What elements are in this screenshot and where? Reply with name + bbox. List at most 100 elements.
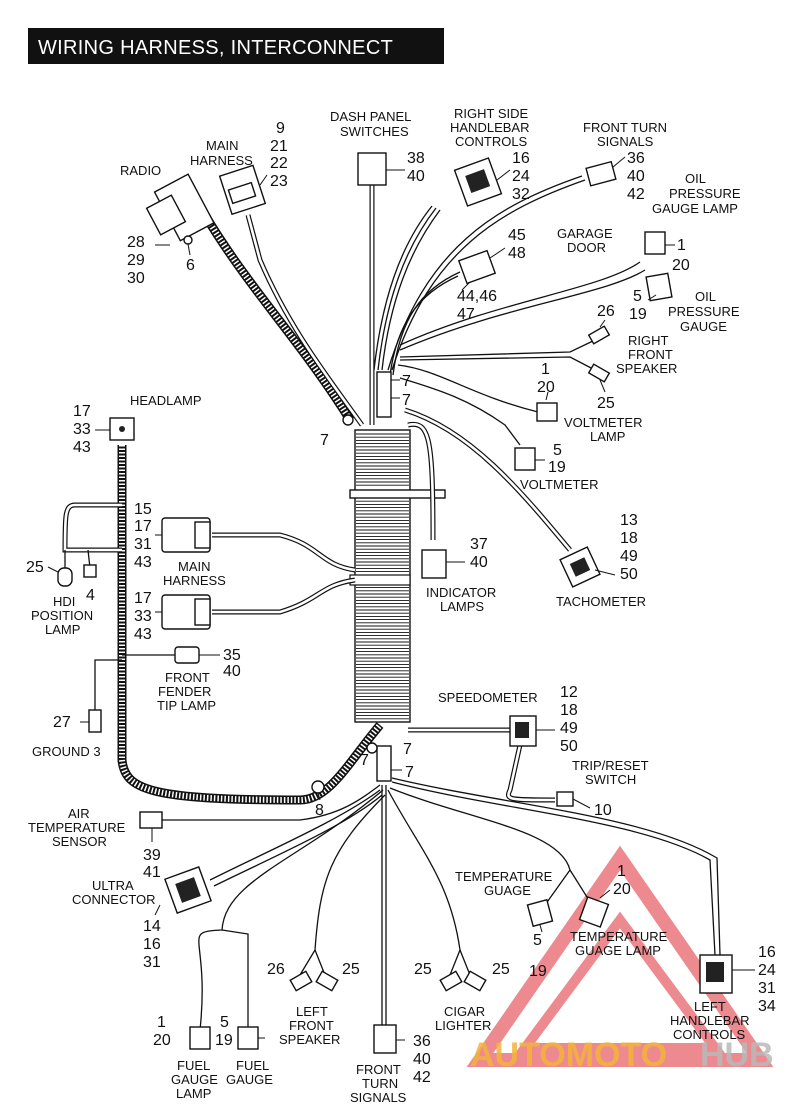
air-temp-label: TEMPERATURE xyxy=(28,820,126,835)
clip-7-ref: 7 xyxy=(402,373,411,390)
fender-lamp-ref: 40 xyxy=(223,663,241,680)
oil-pressure-gauge-connector xyxy=(645,272,673,302)
right-handlebar-label: RIGHT SIDE xyxy=(454,106,528,121)
oil-pressure-lamp-ref: 20 xyxy=(672,257,690,274)
headlamp-ref: 43 xyxy=(73,439,91,456)
right-speaker-terminal-2 xyxy=(587,363,611,383)
labels: RADIO 28 29 30 6 MAIN HARNESS 9 21 22 23… xyxy=(26,106,776,1105)
cigar-lighter-label: CIGAR xyxy=(444,1004,485,1019)
trip-reset-ref: 10 xyxy=(594,802,612,819)
dash-panel-label: DASH PANEL xyxy=(330,109,411,124)
left-handlebar-label: CONTROLS xyxy=(673,1027,746,1042)
front-turn-signal-top-connector xyxy=(585,160,617,187)
hdi-ref: 25 xyxy=(26,559,44,576)
front-turn-signals-top-ref: 40 xyxy=(627,168,645,185)
headlamp-ref: 33 xyxy=(73,421,91,438)
main-harness-mid-ref: 31 xyxy=(134,536,152,553)
main-harness-mid-ref: 33 xyxy=(134,608,152,625)
ultra-connector-ref: 31 xyxy=(143,954,161,971)
voltmeter-lamp-label: LAMP xyxy=(590,429,625,444)
ultra-connector-ref: 14 xyxy=(143,918,161,935)
dash-panel-ref: 38 xyxy=(407,150,425,167)
temp-gauge-label: GUAGE xyxy=(484,883,531,898)
garage-door-ref: 48 xyxy=(508,245,526,262)
clip-7-a xyxy=(342,414,354,426)
main-harness-mid-label: MAIN xyxy=(178,559,211,574)
main-harness-mid-ref: 43 xyxy=(134,554,152,571)
front-turn-signals-bottom-ref: 42 xyxy=(413,1069,431,1086)
garage-door-ref: 47 xyxy=(457,306,475,323)
fuel-lamp-ref: 20 xyxy=(153,1032,171,1049)
watermark-text-a: AUTOMOTO xyxy=(470,1036,667,1074)
hdi-label: LAMP xyxy=(45,622,80,637)
front-turn-signals-bottom-label: FRONT xyxy=(356,1062,401,1077)
trip-reset-switch-connector xyxy=(556,791,574,807)
radio-ref-6: 6 xyxy=(186,257,195,274)
trip-reset-label: TRIP/RESET xyxy=(572,758,649,773)
garage-door-ref: 44,46 xyxy=(457,288,497,305)
fuel-lamp-label: GAUGE xyxy=(171,1072,218,1087)
fuel-gauge-ref: 5 xyxy=(220,1014,229,1031)
main-harness-top-ref: 23 xyxy=(270,173,288,190)
main-harness-top-ref: 9 xyxy=(276,120,285,137)
ground-label: GROUND 3 xyxy=(32,744,101,759)
fender-lamp-ref: 35 xyxy=(223,647,241,664)
ultra-connector-ref: 16 xyxy=(143,936,161,953)
ground-3-terminal xyxy=(88,709,102,733)
front-turn-signals-top-ref: 36 xyxy=(627,150,645,167)
speedometer-ref: 12 xyxy=(560,684,578,701)
oil-pressure-gauge-ref: 19 xyxy=(629,306,647,323)
clip-7-ref: 7 xyxy=(320,432,329,449)
oil-pressure-lamp-ref: 1 xyxy=(677,237,686,254)
watermark-logo xyxy=(466,845,774,1067)
temp-lamp-label: TEMPERATURE xyxy=(570,929,668,944)
air-temp-label: AIR xyxy=(68,806,90,821)
left-handlebar-label: HANDLEBAR xyxy=(670,1013,749,1028)
clip-7-b xyxy=(376,371,392,418)
watermark-triangle-inner xyxy=(515,911,725,1053)
front-turn-signals-top-label: SIGNALS xyxy=(597,134,654,149)
voltmeter-label: VOLTMETER xyxy=(520,477,599,492)
fuel-lamp-label: FUEL xyxy=(177,1058,210,1073)
right-handlebar-connector xyxy=(453,157,503,207)
left-speaker-label: LEFT xyxy=(296,1004,328,1019)
headlamp-ref: 17 xyxy=(73,403,91,420)
garage-door-label: GARAGE xyxy=(557,226,613,241)
right-speaker-label: SPEAKER xyxy=(616,361,677,376)
front-turn-signals-bottom-label: SIGNALS xyxy=(350,1090,407,1105)
indicator-lamps-label: INDICATOR xyxy=(426,585,496,600)
temp-lamp-ref: 20 xyxy=(613,881,631,898)
main-harness-mid-connector-1 xyxy=(161,517,211,553)
oil-pressure-gauge-label: PRESSURE xyxy=(668,304,740,319)
dash-panel-ref: 40 xyxy=(407,168,425,185)
fuel-gauge-label: GAUGE xyxy=(226,1072,273,1087)
main-harness-mid-ref: 17 xyxy=(134,518,152,535)
watermark-text: AUTOMOTO HUB xyxy=(470,1036,774,1074)
main-harness-top-label: MAIN xyxy=(206,138,239,153)
main-harness-mid-label: HARNESS xyxy=(163,573,226,588)
hdi-position-lamp-bulb xyxy=(57,567,73,587)
fuel-lamp-ref: 1 xyxy=(157,1014,166,1031)
clip-7-c xyxy=(376,745,392,782)
front-turn-signals-top-ref: 42 xyxy=(627,186,645,203)
cigar-lighter-ref: 25 xyxy=(492,961,510,978)
clip-7-ref: 7 xyxy=(402,392,411,409)
front-turn-signals-top-label: FRONT TURN xyxy=(583,120,667,135)
indicator-lamps-ref: 40 xyxy=(470,554,488,571)
radio-label: RADIO xyxy=(120,163,161,178)
trip-reset-label: SWITCH xyxy=(585,772,636,787)
clip-8 xyxy=(311,780,325,794)
voltmeter-ref: 5 xyxy=(553,442,562,459)
left-speaker-label: FRONT xyxy=(289,1018,334,1033)
leader-lines xyxy=(47,156,755,1041)
radio-ref: 28 xyxy=(127,234,145,251)
radio-ref: 29 xyxy=(127,252,145,269)
tachometer-ref: 50 xyxy=(620,566,638,583)
central-harness-bundle xyxy=(349,429,446,723)
right-handlebar-ref: 32 xyxy=(512,186,530,203)
right-speaker-ref: 26 xyxy=(597,303,615,320)
temperature-gauge-connector xyxy=(526,898,554,928)
radio-connector xyxy=(145,173,215,245)
speedometer-label: SPEEDOMETER xyxy=(438,690,538,705)
